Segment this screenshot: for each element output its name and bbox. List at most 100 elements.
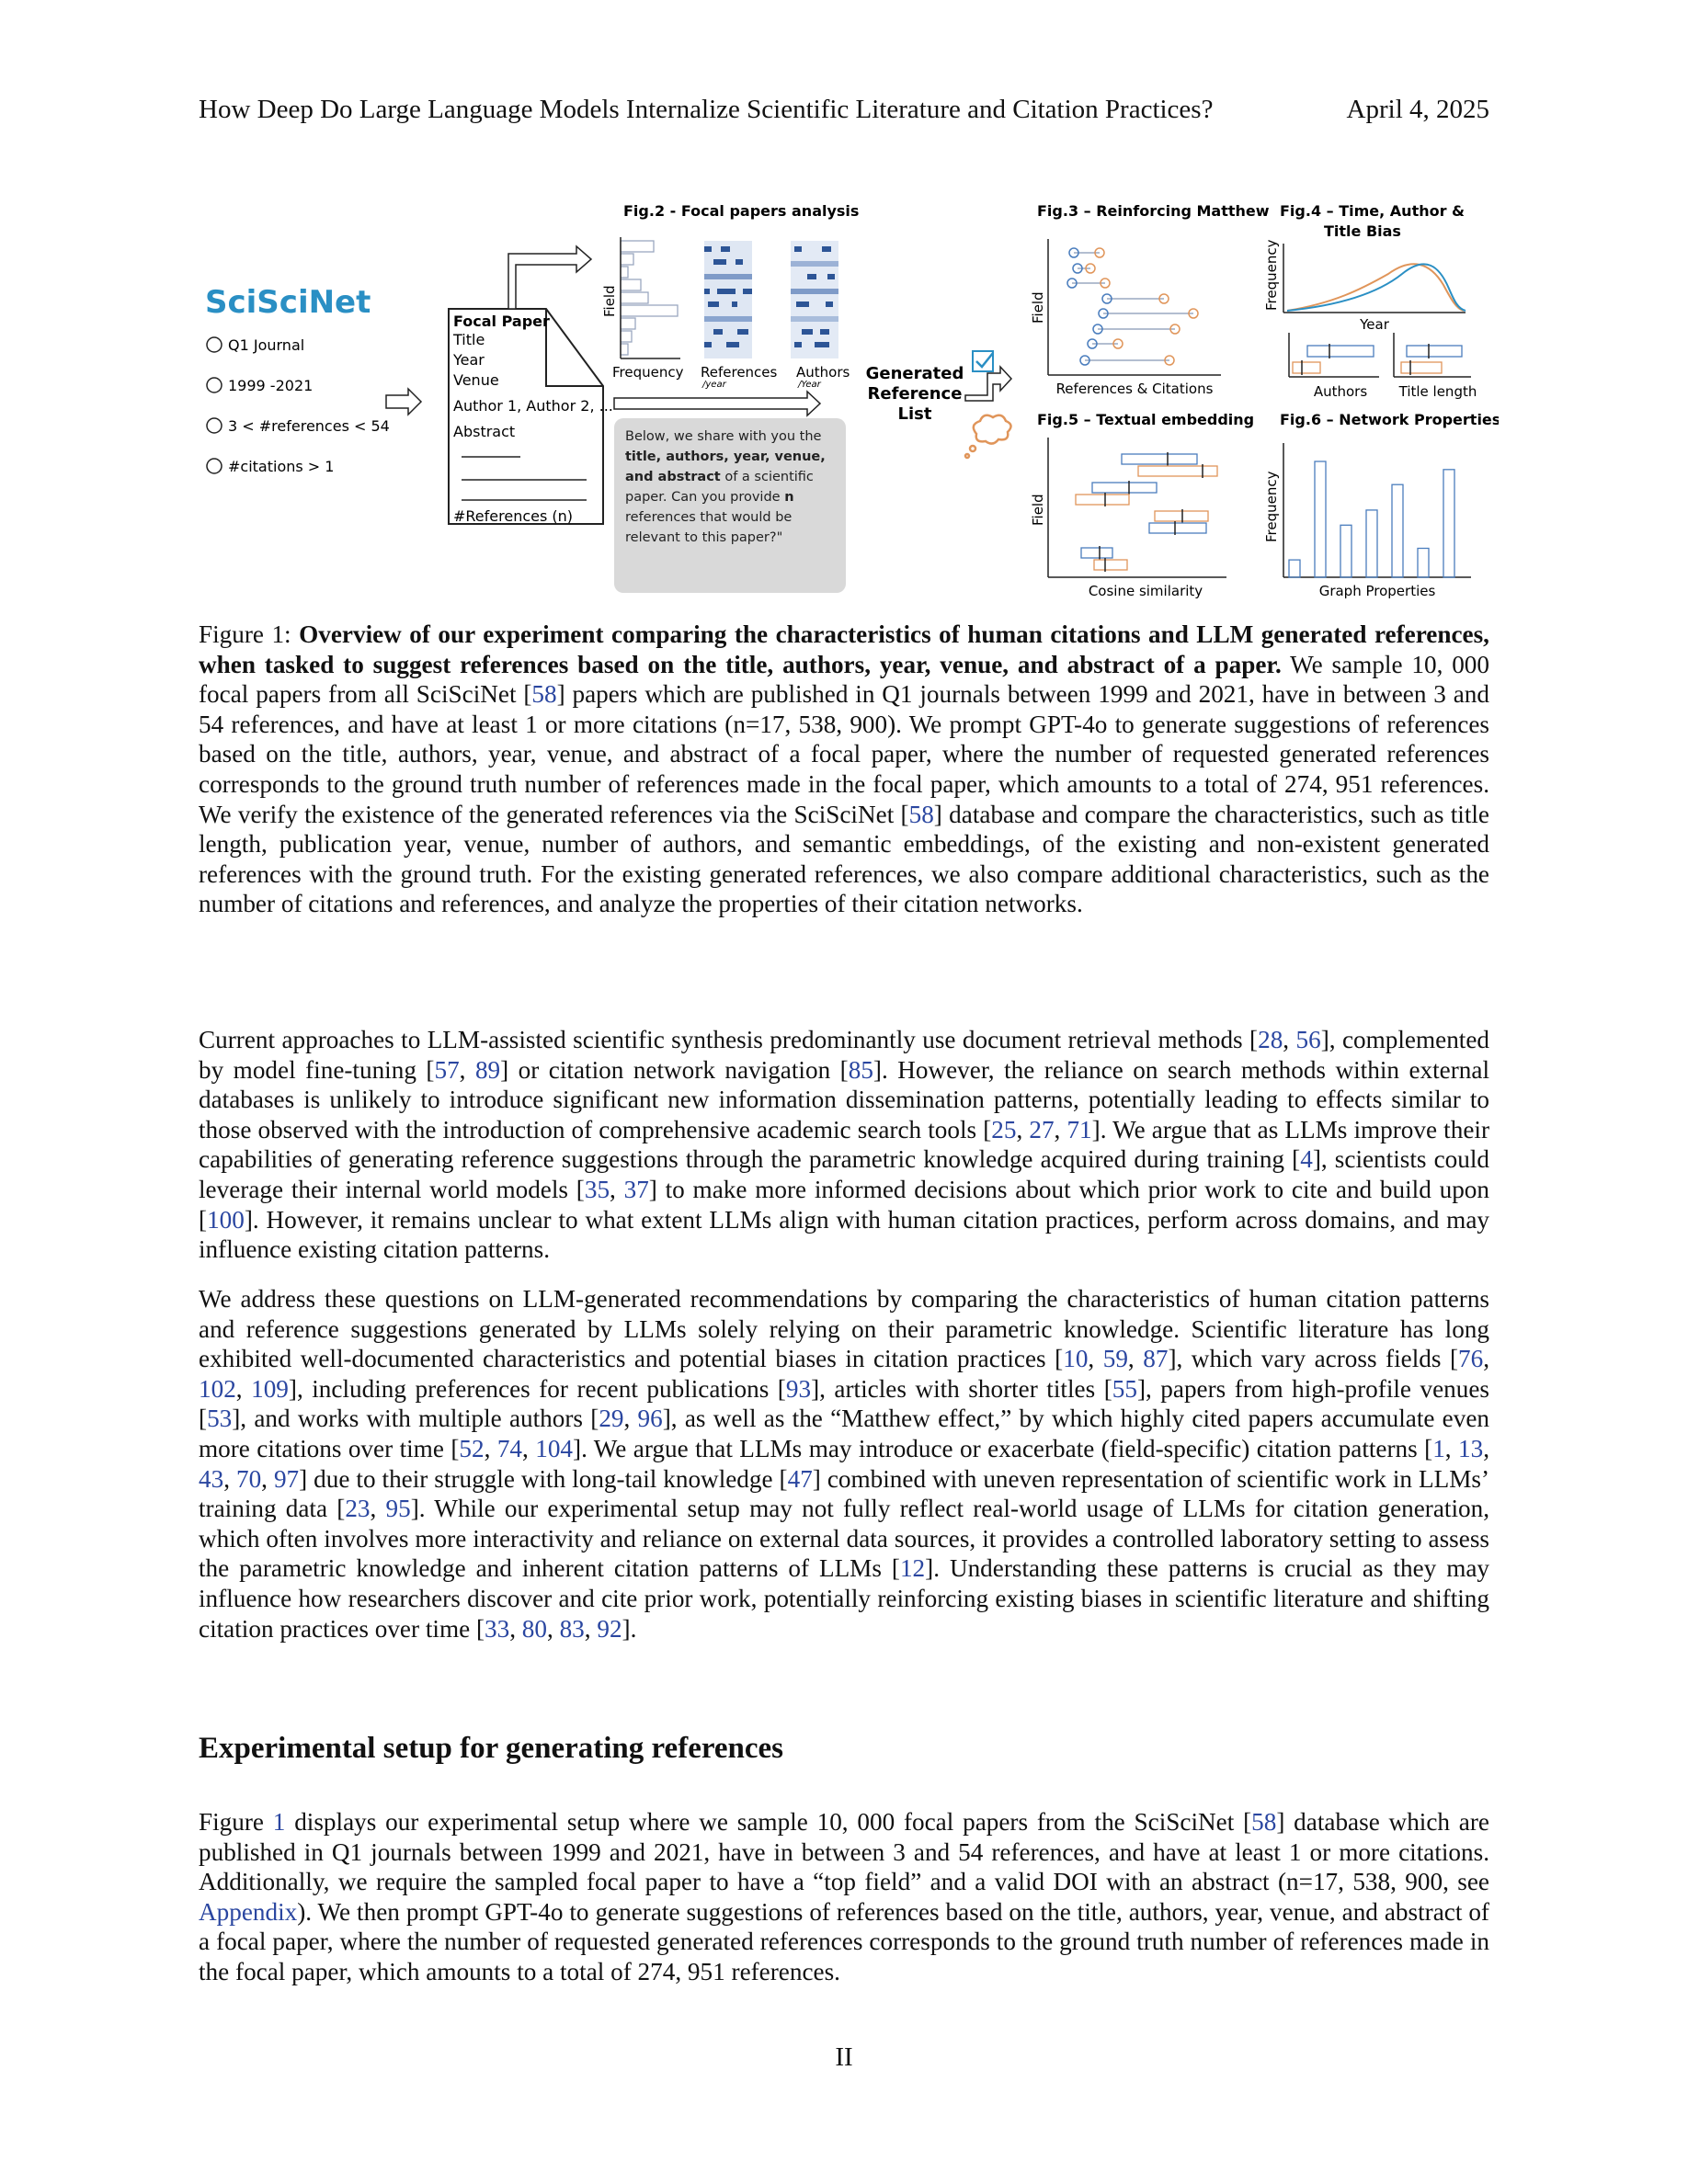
prompt-text: Below, we share with you the <box>625 429 822 444</box>
citation-link[interactable]: 47 <box>787 1464 813 1493</box>
body-text: ], including preferences for recent publ… <box>288 1374 786 1403</box>
body-text: displays our experimental setup where we… <box>285 1808 1252 1836</box>
citation-link[interactable]: 74 <box>496 1434 522 1462</box>
radio-icon <box>206 417 222 434</box>
fig6-bar <box>1288 559 1301 578</box>
citation-link[interactable]: 53 <box>207 1405 233 1433</box>
radio-icon <box>206 458 222 474</box>
citation-link[interactable]: 93 <box>785 1374 812 1403</box>
focal-paper-title: Focal Paper <box>453 313 550 330</box>
header-title: How Deep Do Large Language Models Intern… <box>199 95 1214 124</box>
fig4-ylabel: Frequency <box>1263 239 1280 311</box>
body-text: , <box>459 1055 475 1084</box>
fig5-title: Fig.5 – Textual embedding <box>1037 411 1254 428</box>
citation-link[interactable]: 97 <box>273 1464 300 1493</box>
citation-link[interactable]: 1 <box>1432 1434 1445 1462</box>
citation-link[interactable]: 59 <box>1102 1345 1128 1373</box>
citation-link[interactable]: 70 <box>235 1464 262 1493</box>
citation-link[interactable]: 104 <box>535 1434 574 1462</box>
citation-link[interactable]: 58 <box>1251 1808 1277 1836</box>
fig2-references-heatmap <box>704 241 752 358</box>
citation-link[interactable]: 28 <box>1258 1026 1283 1053</box>
fig6-bar-chart <box>1288 461 1455 578</box>
citation-link[interactable]: 55 <box>1112 1374 1137 1403</box>
citation-link[interactable]: 109 <box>251 1374 289 1403</box>
focal-paper-line: Venue <box>453 371 499 389</box>
citation-link[interactable]: 87 <box>1143 1345 1169 1373</box>
body-text: ], which vary across fields [ <box>1168 1345 1459 1373</box>
body-text: ]. Understanding these patterns is cruci… <box>199 1554 1490 1643</box>
citation-link[interactable]: 85 <box>848 1055 873 1084</box>
citation-link[interactable]: 102 <box>199 1374 236 1403</box>
body-text: ] due to their struggle with long-tail k… <box>299 1464 788 1493</box>
radio-icon <box>206 336 222 353</box>
body-text: ], complemented by model fine-tuning [ <box>199 1026 1490 1084</box>
citation-link[interactable]: 35 <box>584 1175 610 1203</box>
arrow-right-icon <box>964 365 1013 402</box>
citation-link[interactable]: 100 <box>207 1205 245 1234</box>
running-header: How Deep Do Large Language Models Intern… <box>199 95 1489 131</box>
figure-1-graphic: SciSciNet Q1 Journal 1999 -2021 3 < #ref… <box>205 202 1499 599</box>
body-text: ], as well as the “Matthew effect,” by w… <box>199 1405 1489 1462</box>
citation-link[interactable]: 58 <box>908 800 934 828</box>
radio-icon <box>206 377 222 393</box>
citation-link[interactable]: 80 <box>521 1614 547 1643</box>
citation-link[interactable]: 56 <box>1295 1026 1321 1053</box>
citation-link[interactable]: 95 <box>385 1495 411 1523</box>
citation-link[interactable]: 23 <box>345 1495 371 1523</box>
body-text: ] to make more informed decisions about … <box>199 1175 1489 1234</box>
body-text: ], and works with multiple authors [ <box>232 1405 599 1433</box>
appendix-link[interactable]: Appendix <box>199 1897 298 1926</box>
citation-link[interactable]: 27 <box>1029 1115 1055 1143</box>
citation-link[interactable]: 89 <box>474 1055 501 1084</box>
body-text: Current approaches to LLM-assisted scien… <box>199 1026 1259 1053</box>
fig6-bar <box>1391 483 1404 578</box>
focal-paper-line: Year <box>452 351 485 369</box>
citation-link[interactable]: 71 <box>1066 1115 1092 1143</box>
figure-link[interactable]: 1 <box>272 1808 286 1836</box>
citation-link[interactable]: 12 <box>899 1554 926 1583</box>
citation-link[interactable]: 57 <box>434 1055 460 1084</box>
citation-link[interactable]: 76 <box>1458 1345 1484 1373</box>
fig4-sublabel: Authors <box>1314 383 1368 400</box>
separator: , <box>623 1405 638 1433</box>
fig6-bar <box>1443 469 1455 578</box>
citation-link[interactable]: 29 <box>599 1405 624 1433</box>
citation-link[interactable]: 52 <box>459 1434 485 1462</box>
fig2-frequency-bars <box>620 240 679 356</box>
citation-link[interactable]: 37 <box>623 1175 649 1203</box>
citation-link[interactable]: 25 <box>991 1115 1017 1143</box>
citation-link[interactable]: 96 <box>637 1405 663 1433</box>
fig5-xlabel: Cosine similarity <box>1089 583 1203 599</box>
fig2-col-sub: /year <box>701 380 727 390</box>
citation-link[interactable]: 13 <box>1458 1434 1484 1462</box>
fig6-bar <box>1365 509 1378 578</box>
citation-link[interactable]: 43 <box>199 1464 224 1493</box>
fig2-col-label: References <box>701 364 778 381</box>
prompt-text-bold: n <box>784 490 794 505</box>
citation-link[interactable]: 33 <box>485 1614 510 1643</box>
fig3-dumbbell-chart <box>1066 247 1199 366</box>
citation-link[interactable]: 4 <box>1300 1145 1313 1174</box>
paragraph-2: We address these questions on LLM-genera… <box>199 1284 1489 1644</box>
fig4-title-2: Title Bias <box>1324 222 1401 240</box>
page-number: II <box>835 2042 853 2072</box>
fig4-title-length-box <box>1393 333 1471 378</box>
paragraph-3: Figure 1 displays our experimental setup… <box>199 1807 1489 1987</box>
caption-bold: Overview of our experiment comparing the… <box>199 620 1489 678</box>
separator: , <box>370 1495 386 1523</box>
caption-text: ] database and compare the characteristi… <box>199 800 1489 918</box>
filter-item: 3 < #references < 54 <box>228 417 390 435</box>
citation-link[interactable]: 92 <box>597 1614 622 1643</box>
figure-caption: Figure 1: Overview of our experiment com… <box>199 620 1489 919</box>
fig2-ylabel: Field <box>601 285 618 317</box>
citation-link[interactable]: 58 <box>531 680 557 709</box>
citation-link[interactable]: 10 <box>1063 1345 1089 1373</box>
prompt-text: references that would be relevant to thi… <box>625 510 793 545</box>
body-text: ]. While our experimental setup may not … <box>199 1495 1490 1583</box>
fig6-bar <box>1417 547 1430 578</box>
body-text: , <box>1016 1115 1030 1143</box>
generated-line: Reference <box>868 384 963 404</box>
citation-link[interactable]: 83 <box>559 1614 585 1643</box>
header-date: April 4, 2025 <box>1346 95 1489 124</box>
